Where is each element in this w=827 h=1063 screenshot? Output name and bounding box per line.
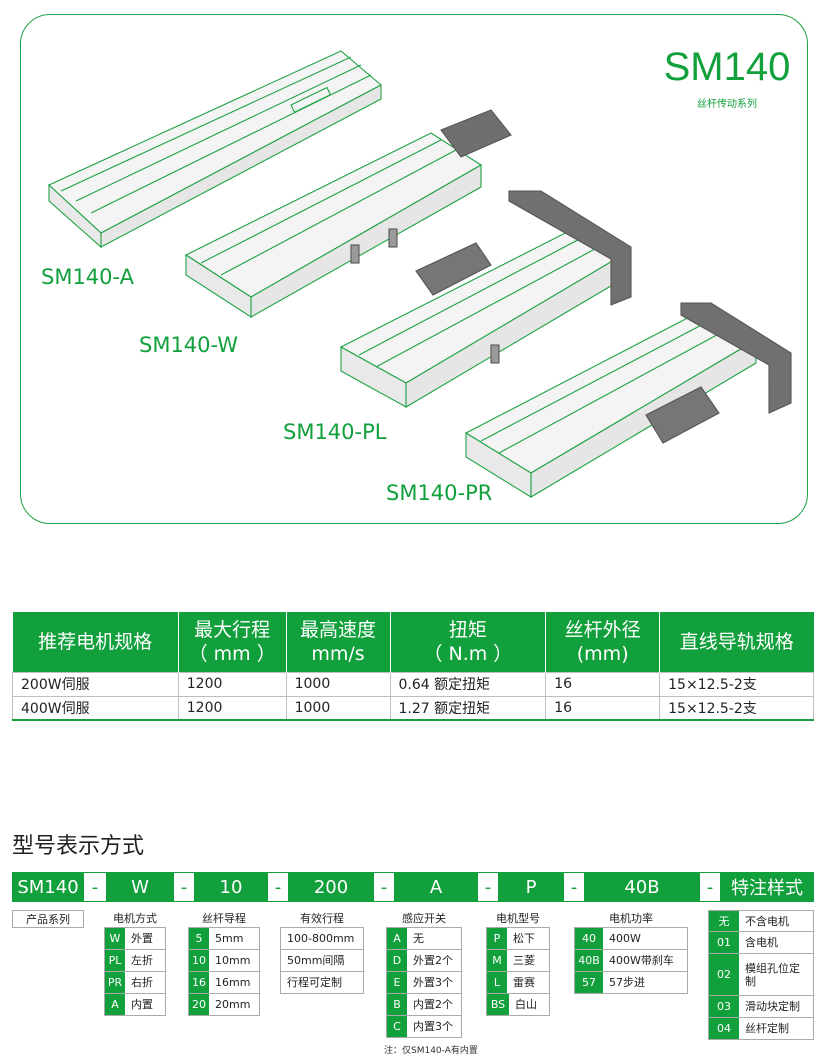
module-pr-drawing xyxy=(464,302,792,498)
table-cell: 1000 xyxy=(285,671,391,697)
group-title: 产品系列 xyxy=(12,910,84,928)
group-title: 电机功率 xyxy=(574,910,688,928)
spec-header: 直线导轨规格 xyxy=(659,612,814,672)
table-cell: 1200 xyxy=(177,671,287,697)
spec-header: 最大行程（ mm ） xyxy=(178,612,287,672)
list-item: 无不含电机 xyxy=(708,910,814,932)
table-cell: 1.27 额定扭矩 xyxy=(389,695,547,721)
linear-module-illustration xyxy=(48,50,792,498)
table-cell: 15×12.5-2支 xyxy=(659,671,814,697)
table-cell: 400W伺服 xyxy=(12,695,179,721)
code-dash: - xyxy=(478,872,498,902)
code-dash: - xyxy=(268,872,288,902)
model-label-w: SM140-W xyxy=(139,333,239,357)
group-title: 电机型号 xyxy=(486,910,550,928)
code-segment-lead: 10 xyxy=(194,872,268,902)
table-row: 200W伺服 1200 1000 0.64 额定扭矩 16 15×12.5-2支 xyxy=(12,671,814,697)
module-a-drawing xyxy=(48,50,382,249)
product-image-panel: SM140 丝杆传动系列 SM140-A SM140-W SM140-PL SM… xyxy=(20,14,808,524)
series-subtitle: 丝杆传动系列 xyxy=(697,99,757,110)
module-pl-drawing xyxy=(339,190,632,408)
model-label-pr: SM140-PR xyxy=(386,481,493,505)
model-label-pl: SM140-PL xyxy=(283,420,387,444)
code-dash: - xyxy=(564,872,584,902)
model-code-title: 型号表示方式 xyxy=(12,834,145,859)
code-segment-sensor: A xyxy=(394,872,478,902)
code-segment-mount: W xyxy=(106,872,174,902)
table-cell: 200W伺服 xyxy=(12,671,179,697)
group-title: 有效行程 xyxy=(280,910,364,928)
model-code-bar: SM140 - W - 10 - 200 - A - P - 40B - 特注样… xyxy=(12,872,814,902)
group-product-series: 产品系列 xyxy=(12,910,84,928)
footnote: 注：仅SM140-A有内置 xyxy=(384,1046,478,1056)
list-item: 行程可定制 xyxy=(280,972,364,994)
spec-header: 丝杆外径(mm) xyxy=(545,612,661,672)
group-title: 电机方式 xyxy=(104,910,166,928)
series-title: SM140 xyxy=(663,45,791,89)
list-item: 50mm间隔 xyxy=(280,950,364,972)
table-cell: 16 xyxy=(545,695,661,721)
table-row: 400W伺服 1200 1000 1.27 额定扭矩 16 15×12.5-2支 xyxy=(12,695,814,721)
table-cell: 15×12.5-2支 xyxy=(659,695,814,721)
group-title: 感应开关 xyxy=(386,910,462,928)
table-cell: 0.64 额定扭矩 xyxy=(389,671,547,697)
model-label-a: SM140-A xyxy=(41,265,135,289)
spec-header: 扭矩（ N.m ） xyxy=(390,612,547,672)
code-segment-stroke: 200 xyxy=(288,872,374,902)
code-dash: - xyxy=(700,872,720,902)
code-dash: - xyxy=(174,872,194,902)
code-segment-motor-type: P xyxy=(498,872,564,902)
list-item: 100-800mm xyxy=(280,928,364,950)
module-w-drawing xyxy=(184,109,512,319)
code-segment-motor-power: 40B xyxy=(584,872,700,902)
code-segment-series: SM140 xyxy=(12,872,84,902)
code-dash: - xyxy=(84,872,106,902)
group-stroke: 有效行程 100-800mm 50mm间隔 行程可定制 xyxy=(280,910,364,994)
group-title: 丝杆导程 xyxy=(188,910,260,928)
spec-header: 推荐电机规格 xyxy=(12,612,179,672)
table-cell: 1200 xyxy=(177,695,287,721)
code-dash: - xyxy=(374,872,394,902)
table-cell: 1000 xyxy=(285,695,391,721)
code-segment-special: 特注样式 xyxy=(720,872,814,902)
table-cell: 16 xyxy=(545,671,661,697)
